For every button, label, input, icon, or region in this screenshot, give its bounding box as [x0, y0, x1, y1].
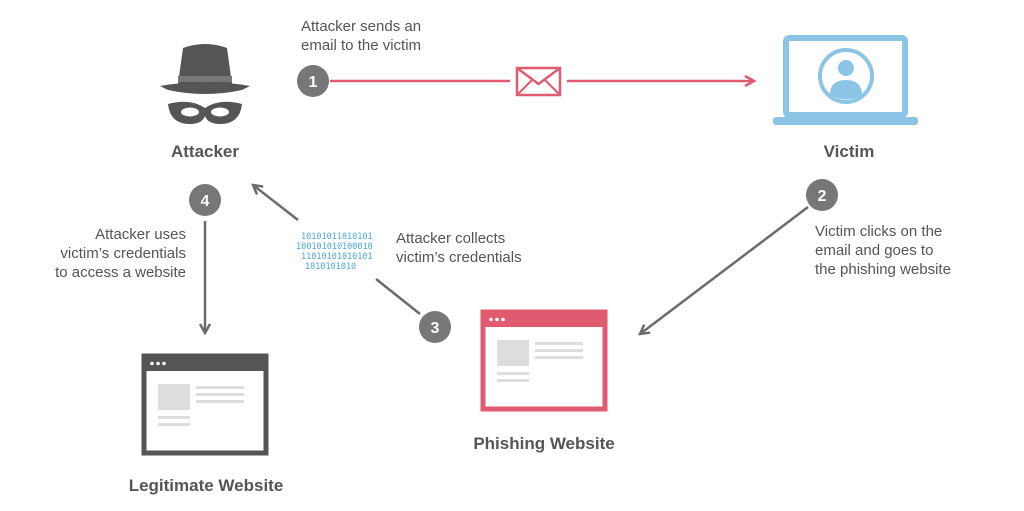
- binary-line-3: 11010101010101: [301, 252, 373, 262]
- phishing-website-icon: [480, 309, 608, 412]
- envelope-icon: [515, 66, 562, 97]
- step-2-line-1: Victim clicks on the: [815, 223, 943, 240]
- binary-line-2: 100101010100010: [296, 242, 373, 252]
- step-4-line-3: to access a website: [55, 264, 186, 281]
- user-icon: [818, 48, 874, 104]
- step-3-line-1: Attacker collects: [396, 230, 506, 247]
- step-4-description: Attacker uses victim’s credentials to ac…: [20, 225, 186, 282]
- step-2-description: Victim clicks on the email and goes to t…: [815, 222, 951, 279]
- step-3-description: Attacker collects victim’s credentials: [396, 229, 522, 267]
- binary-data-icon: 10101011010101 100101010100010 110101010…: [296, 232, 373, 272]
- step-badge-4: 4: [189, 184, 221, 216]
- step-number-2: 2: [818, 188, 827, 205]
- step-badge-2: 2: [806, 179, 838, 211]
- phishing-website-label: Phishing Website: [473, 434, 615, 453]
- step-3-line-2: victim’s credentials: [396, 249, 522, 266]
- victim-label: Victim: [823, 142, 875, 161]
- step-badge-3: 3: [419, 311, 451, 343]
- step-2-line-2: email and goes to: [815, 242, 934, 259]
- step-4-line-1: Attacker uses: [95, 226, 186, 243]
- arrow-step-3: [253, 185, 299, 221]
- step-2-line-3: the phishing website: [815, 261, 951, 278]
- binary-line-1: 10101011010101: [301, 232, 373, 242]
- laptop-icon: [773, 35, 918, 125]
- step-1-description: Attacker sends an email to the victim: [301, 17, 421, 55]
- arrow-step-2: [640, 206, 809, 334]
- step-1-line-1: Attacker sends an: [301, 18, 422, 35]
- step-number-4: 4: [201, 193, 210, 210]
- legitimate-website-label: Legitimate Website: [128, 476, 284, 495]
- binary-line-4: 1010101010: [305, 262, 356, 272]
- mask-icon: [168, 101, 242, 124]
- arrow-step-3-segment-a: [375, 278, 421, 315]
- step-badge-1: 1: [297, 65, 329, 97]
- step-number-3: 3: [431, 320, 440, 337]
- legitimate-website-icon: [141, 353, 269, 456]
- step-1-line-2: email to the victim: [301, 37, 422, 54]
- step-4-line-2: victim’s credentials: [60, 245, 186, 262]
- step-number-1: 1: [309, 74, 318, 91]
- attacker-icon: [160, 44, 250, 124]
- hat-icon: [160, 44, 250, 94]
- attacker-label: Attacker: [170, 142, 240, 161]
